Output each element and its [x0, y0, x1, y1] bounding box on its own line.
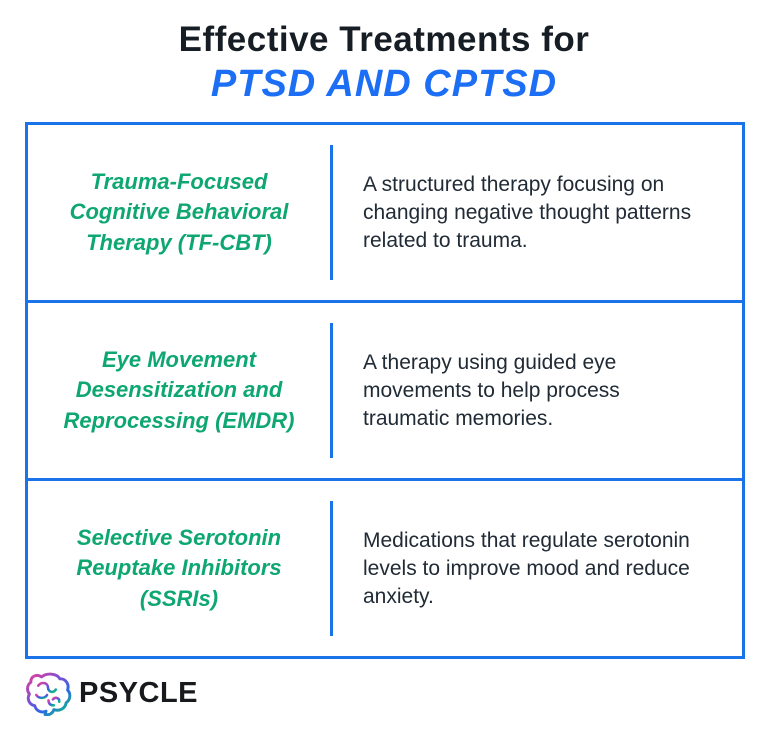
table-row: Trauma-Focused Cognitive Behavioral Ther… [28, 125, 742, 300]
treatment-name: Eye Movement Desensitization and Reproce… [63, 347, 295, 433]
treatment-name-cell: Eye Movement Desensitization and Reproce… [28, 303, 330, 478]
page-header: Effective Treatments for PTSD AND CPTSD [0, 0, 768, 106]
table-row: Eye Movement Desensitization and Reproce… [28, 300, 742, 478]
brand-footer: PSYCLE [25, 671, 768, 717]
treatments-table: Trauma-Focused Cognitive Behavioral Ther… [25, 122, 745, 660]
treatment-description-cell: Medications that regulate serotonin leve… [333, 481, 742, 656]
treatment-description: A structured therapy focusing on changin… [363, 172, 692, 252]
treatment-description: Medications that regulate serotonin leve… [363, 528, 690, 608]
page-subtitle: PTSD AND CPTSD [210, 63, 558, 106]
treatment-name: Trauma-Focused Cognitive Behavioral Ther… [69, 169, 289, 255]
column-divider [330, 145, 333, 281]
table-row: Selective Serotonin Reuptake Inhibitors … [28, 478, 742, 656]
treatment-description: A therapy using guided eye movements to … [363, 350, 620, 430]
treatment-name: Selective Serotonin Reuptake Inhibitors … [76, 525, 282, 611]
treatment-description-cell: A therapy using guided eye movements to … [333, 303, 742, 478]
treatment-description-cell: A structured therapy focusing on changin… [333, 125, 742, 300]
page-title: Effective Treatments for [178, 20, 590, 59]
brand-name: PSYCLE [79, 677, 199, 710]
treatment-name-cell: Selective Serotonin Reuptake Inhibitors … [28, 481, 330, 656]
treatment-name-cell: Trauma-Focused Cognitive Behavioral Ther… [28, 125, 330, 300]
brain-icon [26, 672, 72, 717]
column-divider [330, 501, 333, 637]
column-divider [330, 323, 333, 459]
